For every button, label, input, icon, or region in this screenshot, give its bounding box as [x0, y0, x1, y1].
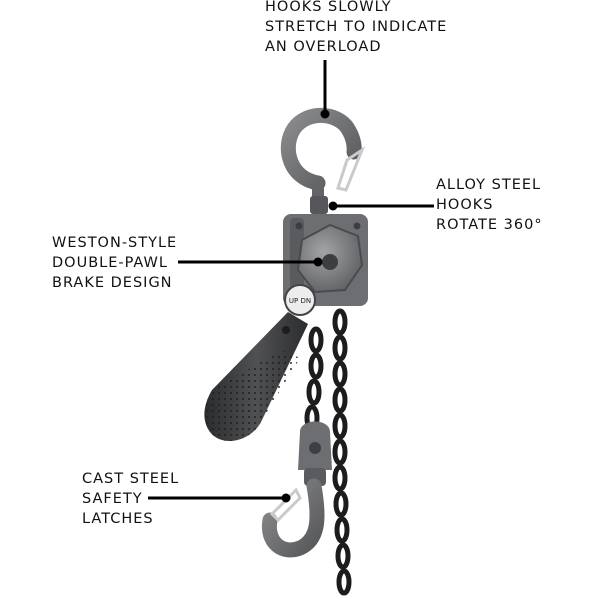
hoist-body: [283, 214, 368, 306]
center-bolt: [322, 254, 338, 270]
callout-brake-line-2: DOUBLE-PAWL: [52, 255, 168, 271]
hoist-label: UP DN: [289, 297, 311, 305]
callout-brake-line-3: BRAKE DESIGN: [52, 275, 173, 291]
callout-latches-line-3: LATCHES: [82, 511, 154, 527]
bottom-block: [298, 421, 332, 486]
callout-rotate-line-2: HOOKS: [436, 197, 494, 213]
callout-overload-line-2: STRETCH TO INDICATE: [265, 19, 448, 35]
callout-brake: WESTON-STYLE DOUBLE-PAWL BRAKE DESIGN: [52, 233, 177, 293]
direction-selector: UP DN: [284, 284, 316, 316]
leader-lines: [148, 60, 434, 503]
callout-latches: CAST STEEL SAFETY LATCHES: [82, 469, 179, 529]
top-hook: [280, 107, 366, 214]
callout-latches-line-2: SAFETY: [82, 491, 143, 507]
callout-rotate: ALLOY STEEL HOOKS ROTATE 360°: [436, 175, 543, 235]
callout-overload-line-1: HOOKS SLOWLY: [265, 0, 392, 15]
top-safety-latch: [336, 146, 366, 192]
load-chain: [332, 308, 352, 596]
callout-latches-line-1: CAST STEEL: [82, 471, 180, 487]
bottom-safety-latch: [269, 487, 302, 523]
hand-chain: [304, 326, 324, 432]
callout-overload-line-3: AN OVERLOAD: [265, 39, 382, 55]
callout-rotate-line-3: ROTATE 360°: [436, 217, 543, 233]
top-swivel: [310, 196, 328, 214]
lever-handle: [204, 312, 308, 442]
callout-brake-line-1: WESTON-STYLE: [52, 235, 178, 251]
callout-overload: HOOKS SLOWLY STRETCH TO INDICATE AN OVER…: [265, 0, 447, 57]
bottom-hook: [261, 478, 325, 558]
callout-rotate-line-1: ALLOY STEEL: [436, 177, 542, 193]
